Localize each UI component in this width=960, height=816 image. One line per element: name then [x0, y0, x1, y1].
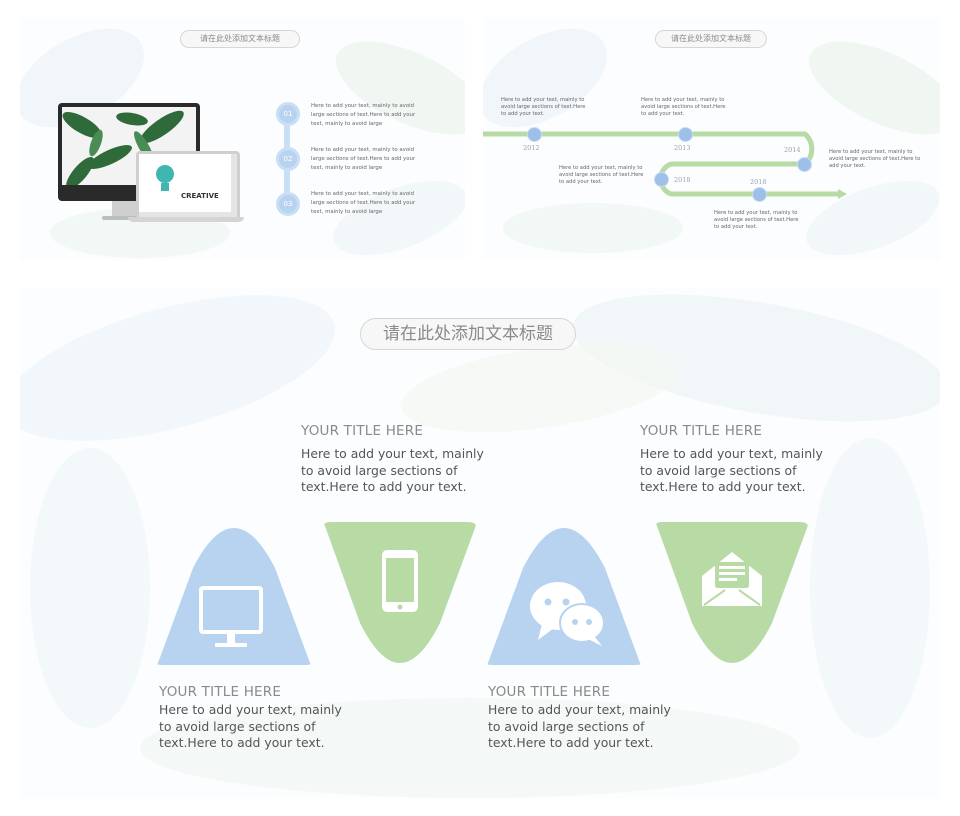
step-text-2: Here to add your text, mainly to avoid l…: [311, 147, 416, 171]
timeline-node-2: [678, 127, 693, 142]
shape-row: [157, 522, 808, 665]
timeline-note-1: Here to add your text, mainly to avoid l…: [501, 97, 586, 117]
step-badge-1: 01: [276, 102, 300, 126]
timeline-node-3: [797, 157, 812, 172]
year-label-2: 2013: [674, 144, 691, 152]
block-body-3: Here to add your text, mainly to avoid l…: [488, 702, 671, 751]
timeline-note-4: Here to add your text, mainly to avoid l…: [559, 165, 644, 185]
slide-2: 请在此处添加文本标题 2012 2013 2014 2018 2018 Here…: [483, 18, 940, 260]
step-badge-3: 03: [276, 192, 300, 216]
block-body-2: Here to add your text, mainly to avoid l…: [301, 446, 484, 495]
year-label-1: 2012: [523, 144, 540, 152]
block-body-1: Here to add your text, mainly to avoid l…: [159, 702, 342, 751]
slide-1: 请在此处添加文本标题 CREATIVE: [20, 18, 465, 260]
monitor-icon: [199, 586, 263, 647]
block-title-4: YOUR TITLE HERE: [640, 423, 763, 439]
year-label-5: 2018: [750, 178, 767, 186]
slide-3: 请在此处添加文本标题 YOUR TITLE HERE Here to add y…: [20, 288, 940, 798]
laptop-base: [128, 217, 244, 222]
slide-title: 请在此处添加文本标题: [655, 30, 767, 48]
block-title-1: YOUR TITLE HERE: [159, 684, 282, 700]
year-label-4: 2018: [674, 176, 691, 184]
chat-icon: [530, 582, 605, 646]
timeline-node-5: [752, 187, 767, 202]
slide-title: 请在此处添加文本标题: [180, 30, 300, 48]
block-title-3: YOUR TITLE HERE: [488, 684, 611, 700]
block-body-4: Here to add your text, mainly to avoid l…: [640, 446, 823, 495]
year-label-3: 2014: [784, 146, 801, 154]
mail-icon: [702, 552, 762, 606]
leaf-wash-background: [483, 28, 940, 255]
lightbulb-icon: [139, 154, 231, 212]
timeline-node-1: [527, 127, 542, 142]
block-title-2: YOUR TITLE HERE: [301, 423, 424, 439]
leaf-wash-background: [20, 294, 940, 798]
smartphone-icon: [382, 550, 418, 612]
timeline-track: [483, 131, 847, 199]
step-badge-2: 02: [276, 147, 300, 171]
step-text-3: Here to add your text, mainly to avoid l…: [311, 191, 416, 215]
laptop-image: CREATIVE: [136, 151, 240, 221]
triangle-blue-1: [157, 528, 311, 665]
step-text-1: Here to add your text, mainly to avoid l…: [311, 103, 416, 127]
timeline-note-5: Here to add your text, mainly to avoid l…: [714, 210, 799, 230]
slide-title: 请在此处添加文本标题: [360, 318, 576, 350]
timeline-node-4: [654, 172, 669, 187]
timeline-note-2: Here to add your text, mainly to avoid l…: [641, 97, 726, 117]
timeline-note-3: Here to add your text, mainly to avoid l…: [829, 149, 921, 169]
laptop-screen-text: CREATIVE: [181, 192, 219, 200]
